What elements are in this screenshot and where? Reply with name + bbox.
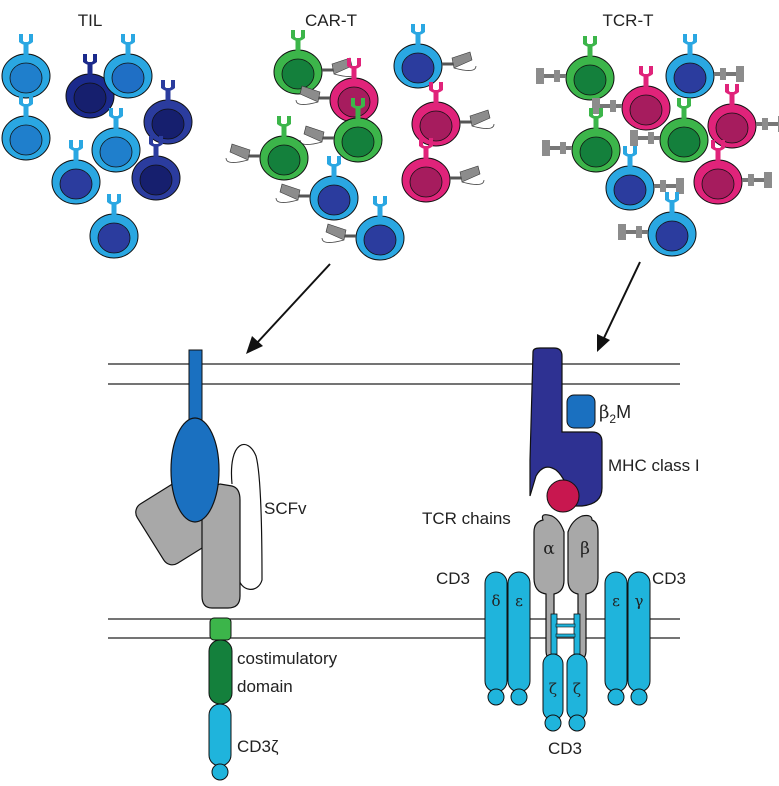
car-t-cell <box>275 156 359 221</box>
car-t-cell <box>299 98 383 163</box>
tcr-t-cell <box>542 108 621 173</box>
cd3-epsilon-right-shape <box>604 571 628 693</box>
zeta-left-label: ζ <box>549 680 557 698</box>
car-t-cell <box>401 138 485 203</box>
scfv-heavy-chain <box>201 483 241 609</box>
cd3-zeta-end <box>211 763 229 781</box>
arrow-tcr-t <box>597 261 641 352</box>
cd3-epsilon-left-end <box>510 688 528 706</box>
cd3-zeta-label: CD3ζ <box>237 737 279 756</box>
b2m-label: β2M <box>599 402 631 426</box>
epsilon-right-label: ε <box>612 592 620 610</box>
group-title-car-t: CAR-T <box>305 11 357 30</box>
cd3-zeta-left-end <box>544 714 562 732</box>
til-cell <box>91 108 141 173</box>
cd3-gamma-shape <box>627 571 651 693</box>
arrow-car-t <box>246 263 331 354</box>
t-cell-membrane <box>108 618 680 639</box>
costimulatory-domain-shape <box>208 639 233 705</box>
b2m-label-suffix: M <box>616 402 631 422</box>
cd3-zeta-right-end <box>568 714 586 732</box>
peptide-antigen <box>546 479 580 513</box>
mhc-tcr-complex <box>484 347 651 732</box>
tcr-t-cell <box>665 34 744 99</box>
target-cell-membrane <box>108 363 680 385</box>
car-t-cell <box>321 196 405 261</box>
beta-label: β <box>580 539 590 559</box>
tcr-t-cell <box>536 36 615 101</box>
car-t-cell <box>411 82 495 147</box>
target-antigen <box>170 417 220 523</box>
beta2-microglobulin-shape <box>566 394 596 429</box>
car-t-cell <box>273 30 357 95</box>
cd3-bottom-label: CD3 <box>548 739 582 758</box>
til-cell-cluster <box>1 34 193 259</box>
tcr-t-cell <box>693 140 772 205</box>
group-title-til: TIL <box>78 11 103 30</box>
gamma-label: γ <box>635 592 644 610</box>
group-title-tcr-t: TCR-T <box>603 11 654 30</box>
b2m-label-subscript: 2 <box>609 412 616 426</box>
til-cell <box>143 80 193 145</box>
til-cell <box>103 34 153 99</box>
tcr-t-cell-cluster <box>536 34 779 257</box>
tcr-t-cell <box>605 146 684 211</box>
car-t-cell-cluster <box>225 24 495 261</box>
til-cell <box>65 54 115 119</box>
til-cell <box>1 96 51 161</box>
car-t-cell <box>225 116 309 181</box>
costimulatory-label-line2: domain <box>237 677 293 696</box>
til-cell <box>131 136 181 201</box>
scfv-label: SCFv <box>264 499 307 518</box>
b2m-label-beta: β <box>599 402 609 423</box>
epsilon-left-label: ε <box>515 592 523 610</box>
cd3-delta-end <box>487 688 505 706</box>
transmembrane-domain <box>209 617 232 641</box>
costimulatory-label-line1: costimulatory <box>237 649 338 668</box>
car-t-cell <box>393 24 477 89</box>
cd3-left-label: CD3 <box>436 569 470 588</box>
car-construct <box>135 349 263 781</box>
alpha-label: α <box>543 539 555 559</box>
cd3-gamma-end <box>630 688 648 706</box>
tcr-t-cell <box>630 98 709 163</box>
til-cell <box>51 140 101 205</box>
tcr-t-cell <box>592 66 671 131</box>
cd3-right-label: CD3 <box>652 569 686 588</box>
mhc-class-i-label: MHC class I <box>608 456 700 475</box>
cd3-epsilon-left-shape <box>507 571 531 693</box>
zeta-disulfide-top <box>555 623 576 628</box>
til-cell <box>1 34 51 99</box>
cd3-zeta-shape <box>208 703 232 767</box>
tcr-t-cell <box>707 84 779 149</box>
mhc-class-i-shape <box>529 347 603 507</box>
cd3-epsilon-right-end <box>607 688 625 706</box>
delta-label: δ <box>491 592 500 610</box>
tcr-chains-label: TCR chains <box>422 509 511 528</box>
cd3-delta-shape <box>484 571 508 693</box>
til-cell <box>89 194 139 259</box>
tcr-t-cell <box>618 192 697 257</box>
zeta-disulfide-bottom <box>555 633 576 638</box>
zeta-right-label: ζ <box>573 680 581 698</box>
